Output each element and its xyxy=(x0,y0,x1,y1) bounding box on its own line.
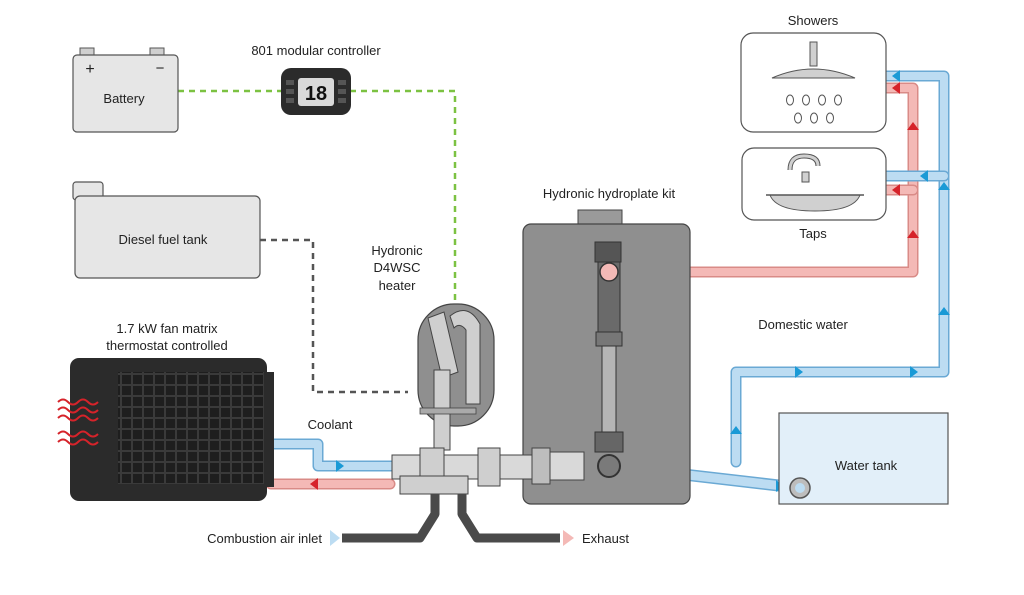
air-exhaust-pipes xyxy=(342,494,560,543)
battery-minus-label: − xyxy=(156,60,165,77)
heater-label-line2: D4WSC xyxy=(374,260,421,275)
combustion-inlet-arrow xyxy=(330,530,340,546)
diesel-fuel-tank: Diesel fuel tank xyxy=(72,181,261,279)
heater-label-line3: heater xyxy=(379,278,417,293)
controller-label: 801 modular controller xyxy=(251,43,381,58)
heater-label-line1: Hydronic xyxy=(371,243,423,258)
taps-label: Taps xyxy=(799,226,827,241)
hydroplate-label: Hydronic hydroplate kit xyxy=(543,186,676,201)
domestic-water-label: Domestic water xyxy=(758,317,848,332)
battery-plus-label: + xyxy=(85,61,94,78)
water-tank: Water tank xyxy=(778,412,949,505)
fuel-line xyxy=(260,238,408,394)
taps-box xyxy=(741,147,887,221)
showers-label: Showers xyxy=(788,13,839,28)
controller-unit: 18 xyxy=(281,68,351,115)
tap-icon xyxy=(766,153,864,212)
control-wiring xyxy=(178,89,457,305)
fuel-tank-label: Diesel fuel tank xyxy=(119,232,208,247)
controller-display: 18 xyxy=(305,83,327,105)
showers-box xyxy=(740,32,887,133)
exhaust-arrow xyxy=(563,530,574,546)
exhaust-label: Exhaust xyxy=(582,531,629,546)
coolant-label: Coolant xyxy=(308,417,353,432)
fan-matrix-unit xyxy=(70,358,274,501)
heat-waves-icon xyxy=(57,398,99,446)
battery-label: Battery xyxy=(103,91,145,106)
fan-label-line2: thermostat controlled xyxy=(106,338,227,353)
water-tank-label: Water tank xyxy=(835,458,898,473)
cold-water-pipes xyxy=(265,70,950,494)
shower-head-icon xyxy=(771,41,856,124)
hydroplate-unit xyxy=(522,209,691,505)
fan-label-line1: 1.7 kW fan matrix xyxy=(116,321,218,336)
combustion-label: Combustion air inlet xyxy=(207,531,322,546)
battery: + − Battery xyxy=(72,47,179,133)
heater-unit xyxy=(391,303,585,495)
